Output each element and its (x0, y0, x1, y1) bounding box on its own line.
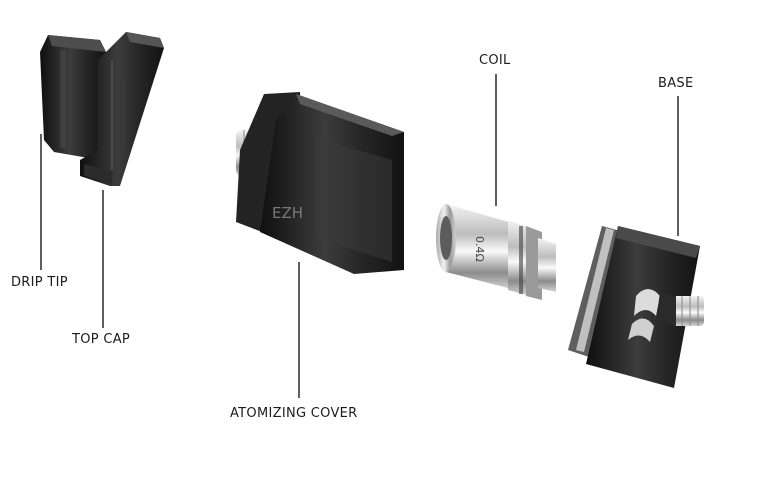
base-label: BASE (658, 76, 694, 91)
cover-engraving: EZH (272, 204, 303, 222)
top-cap-part (80, 32, 164, 186)
coil-label: COIL (479, 53, 511, 68)
drip-tip-part (40, 35, 106, 160)
top-cap-label: TOP CAP (72, 332, 131, 347)
coil-engraving: 0.4Ω (473, 236, 486, 262)
atomizing-cover-part: EZH (236, 92, 404, 274)
drip-tip-label: DRIP TIP (11, 275, 68, 290)
atomizing-cover-label: ATOMIZING COVER (230, 406, 358, 421)
coil-part: 0.4Ω (436, 204, 556, 300)
base-part (568, 226, 704, 388)
